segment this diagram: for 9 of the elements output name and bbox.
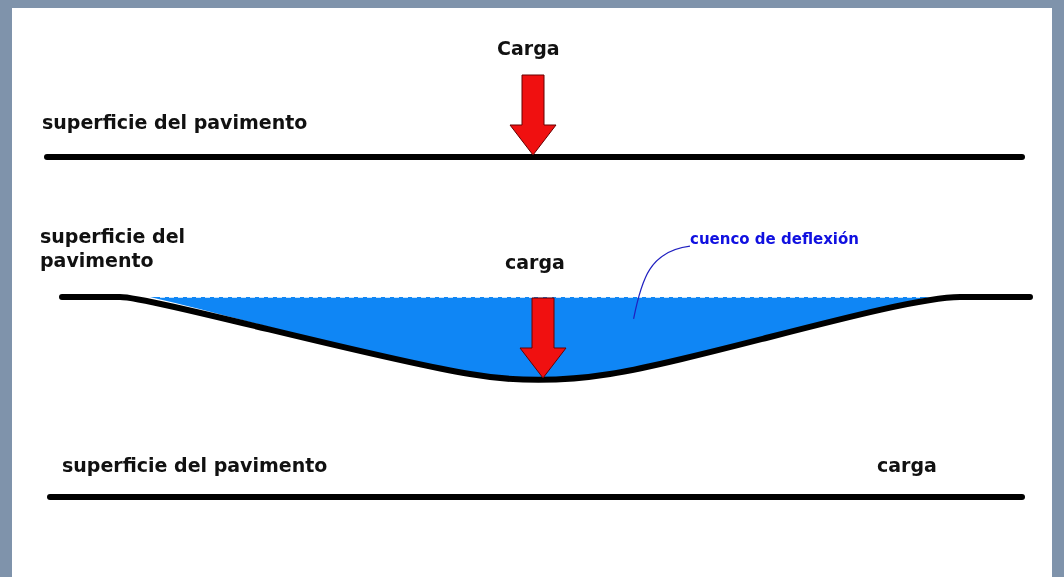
load-label: Carga (497, 36, 560, 60)
leader-line (633, 245, 691, 320)
surface-label: superficie del pavimento (42, 110, 308, 134)
load-label: carga (505, 250, 565, 274)
surface-label: superficie del pavimento (40, 224, 187, 272)
surface-label: superficie del pavimento (62, 453, 328, 477)
deflection-basin (150, 296, 930, 378)
load-label: carga (877, 453, 937, 477)
callout-label: cuenco de deflexión (690, 227, 859, 251)
